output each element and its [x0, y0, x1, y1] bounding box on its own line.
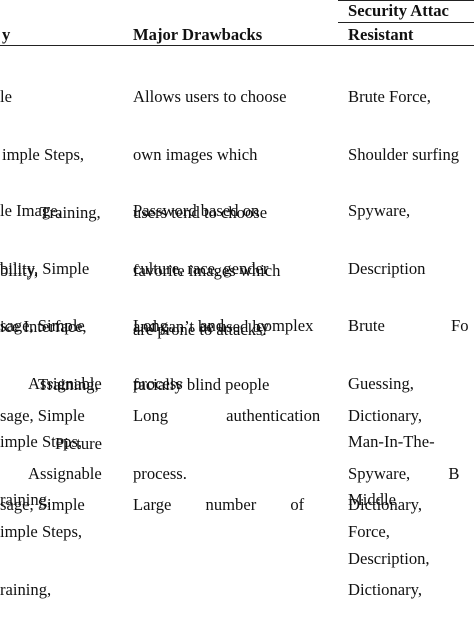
row5-col3: Dictionary, [348, 494, 423, 514]
row2-col2: Password based on culture, race, gender … [133, 200, 270, 395]
row5-col1: sage, Simple [0, 494, 85, 514]
row3-col2: Long and complex process [133, 315, 314, 394]
row1-col1: le imple Steps, Training, bility, [0, 86, 101, 281]
header-bottom-rule [0, 45, 474, 46]
row2-col3: Spyware, Description [348, 200, 426, 279]
security-attacks-header: Security Attac [348, 1, 449, 20]
row2-col1: le Image, bility, Simple ice Interface, … [0, 200, 103, 453]
column-header-major-drawbacks: Major Drawbacks [133, 25, 263, 44]
column-header-usability: y [2, 25, 11, 44]
row4-col2: Long authentication process. [133, 405, 321, 484]
column-header-resistant: Resistant [348, 25, 414, 44]
row1-col3: Brute Force, Shoulder surfing [348, 86, 460, 165]
header-top-rule [338, 0, 474, 1]
table-top-rule [338, 22, 474, 23]
row1-col2: Allows users to choose own images which … [133, 86, 287, 339]
row5-col2: Large number of [133, 494, 305, 514]
